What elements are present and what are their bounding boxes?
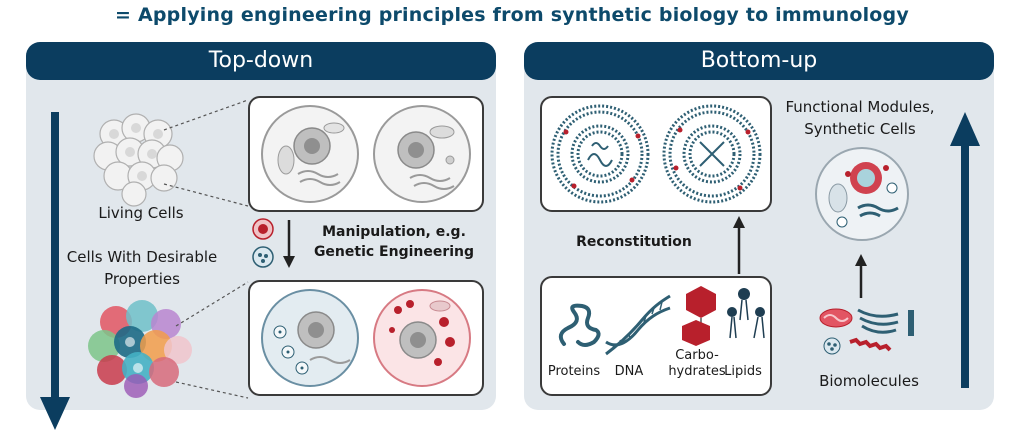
carbohydrate-icon [682, 286, 716, 346]
living-cells-label: Living Cells [98, 204, 184, 222]
liposome-2-icon [662, 104, 762, 204]
reconstitution-arrow-icon [733, 216, 745, 274]
grey-cell-1-icon [261, 105, 359, 203]
downward-arrow-icon [40, 112, 70, 430]
red-engineered-cell-icon [373, 289, 471, 387]
engineered-cells-cluster-icon [88, 300, 192, 398]
lipids-label: Lipids [724, 364, 762, 379]
liposome-1-icon [550, 104, 650, 204]
top-down-panel: Top-down Living Cells Cells With Desirab… [26, 42, 496, 430]
desirable-cells-label-line2: Properties [104, 270, 180, 288]
upward-arrow-icon [950, 112, 980, 388]
synthetic-vesicles-box [540, 96, 772, 212]
biomolecules-components-icon [819, 308, 914, 355]
vesicle-cell-icon [252, 246, 274, 268]
proteins-label: Proteins [547, 364, 601, 379]
carbohydrates-label-line1: Carbo- [675, 348, 719, 363]
protein-icon [558, 303, 601, 347]
dna-label: DNA [614, 364, 644, 379]
figure-title: = Applying engineering principles from s… [115, 4, 909, 26]
manipulation-label-line2: Genetic Engineering [313, 244, 475, 260]
assembly-arrow-icon [855, 254, 867, 298]
carbohydrates-label-line2: hydrates [668, 364, 726, 379]
biomolecules-box: Proteins DNA Carbo- hydrates Lipids [540, 276, 772, 396]
top-down-header: Top-down [26, 42, 496, 80]
functional-modules-label-line2: Synthetic Cells [804, 120, 916, 138]
synthetic-cell-icon [815, 147, 909, 241]
desirable-cells-label-line1: Cells With Desirable [66, 248, 218, 266]
biomolecules-label: Biomolecules [819, 372, 919, 390]
red-cell-icon [252, 218, 274, 240]
dna-icon [605, 294, 671, 356]
bottom-up-header: Bottom-up [524, 42, 994, 80]
blue-engineered-cell-icon [261, 289, 359, 387]
dashed-connector-lines [163, 99, 249, 399]
natural-cells-box [248, 96, 484, 212]
engineered-cells-box [248, 280, 484, 396]
reconstitution-label: Reconstitution [576, 234, 692, 250]
manipulation-arrow-icon [283, 220, 295, 268]
living-cells-cluster-icon [93, 113, 184, 207]
lipids-icon [727, 288, 765, 339]
functional-modules-label-line1: Functional Modules, [785, 98, 935, 116]
grey-cell-2-icon [373, 105, 471, 203]
manipulation-label-line1: Manipulation, e.g. [322, 224, 466, 240]
bottom-up-panel: Bottom-up Reconstitution [524, 42, 994, 410]
